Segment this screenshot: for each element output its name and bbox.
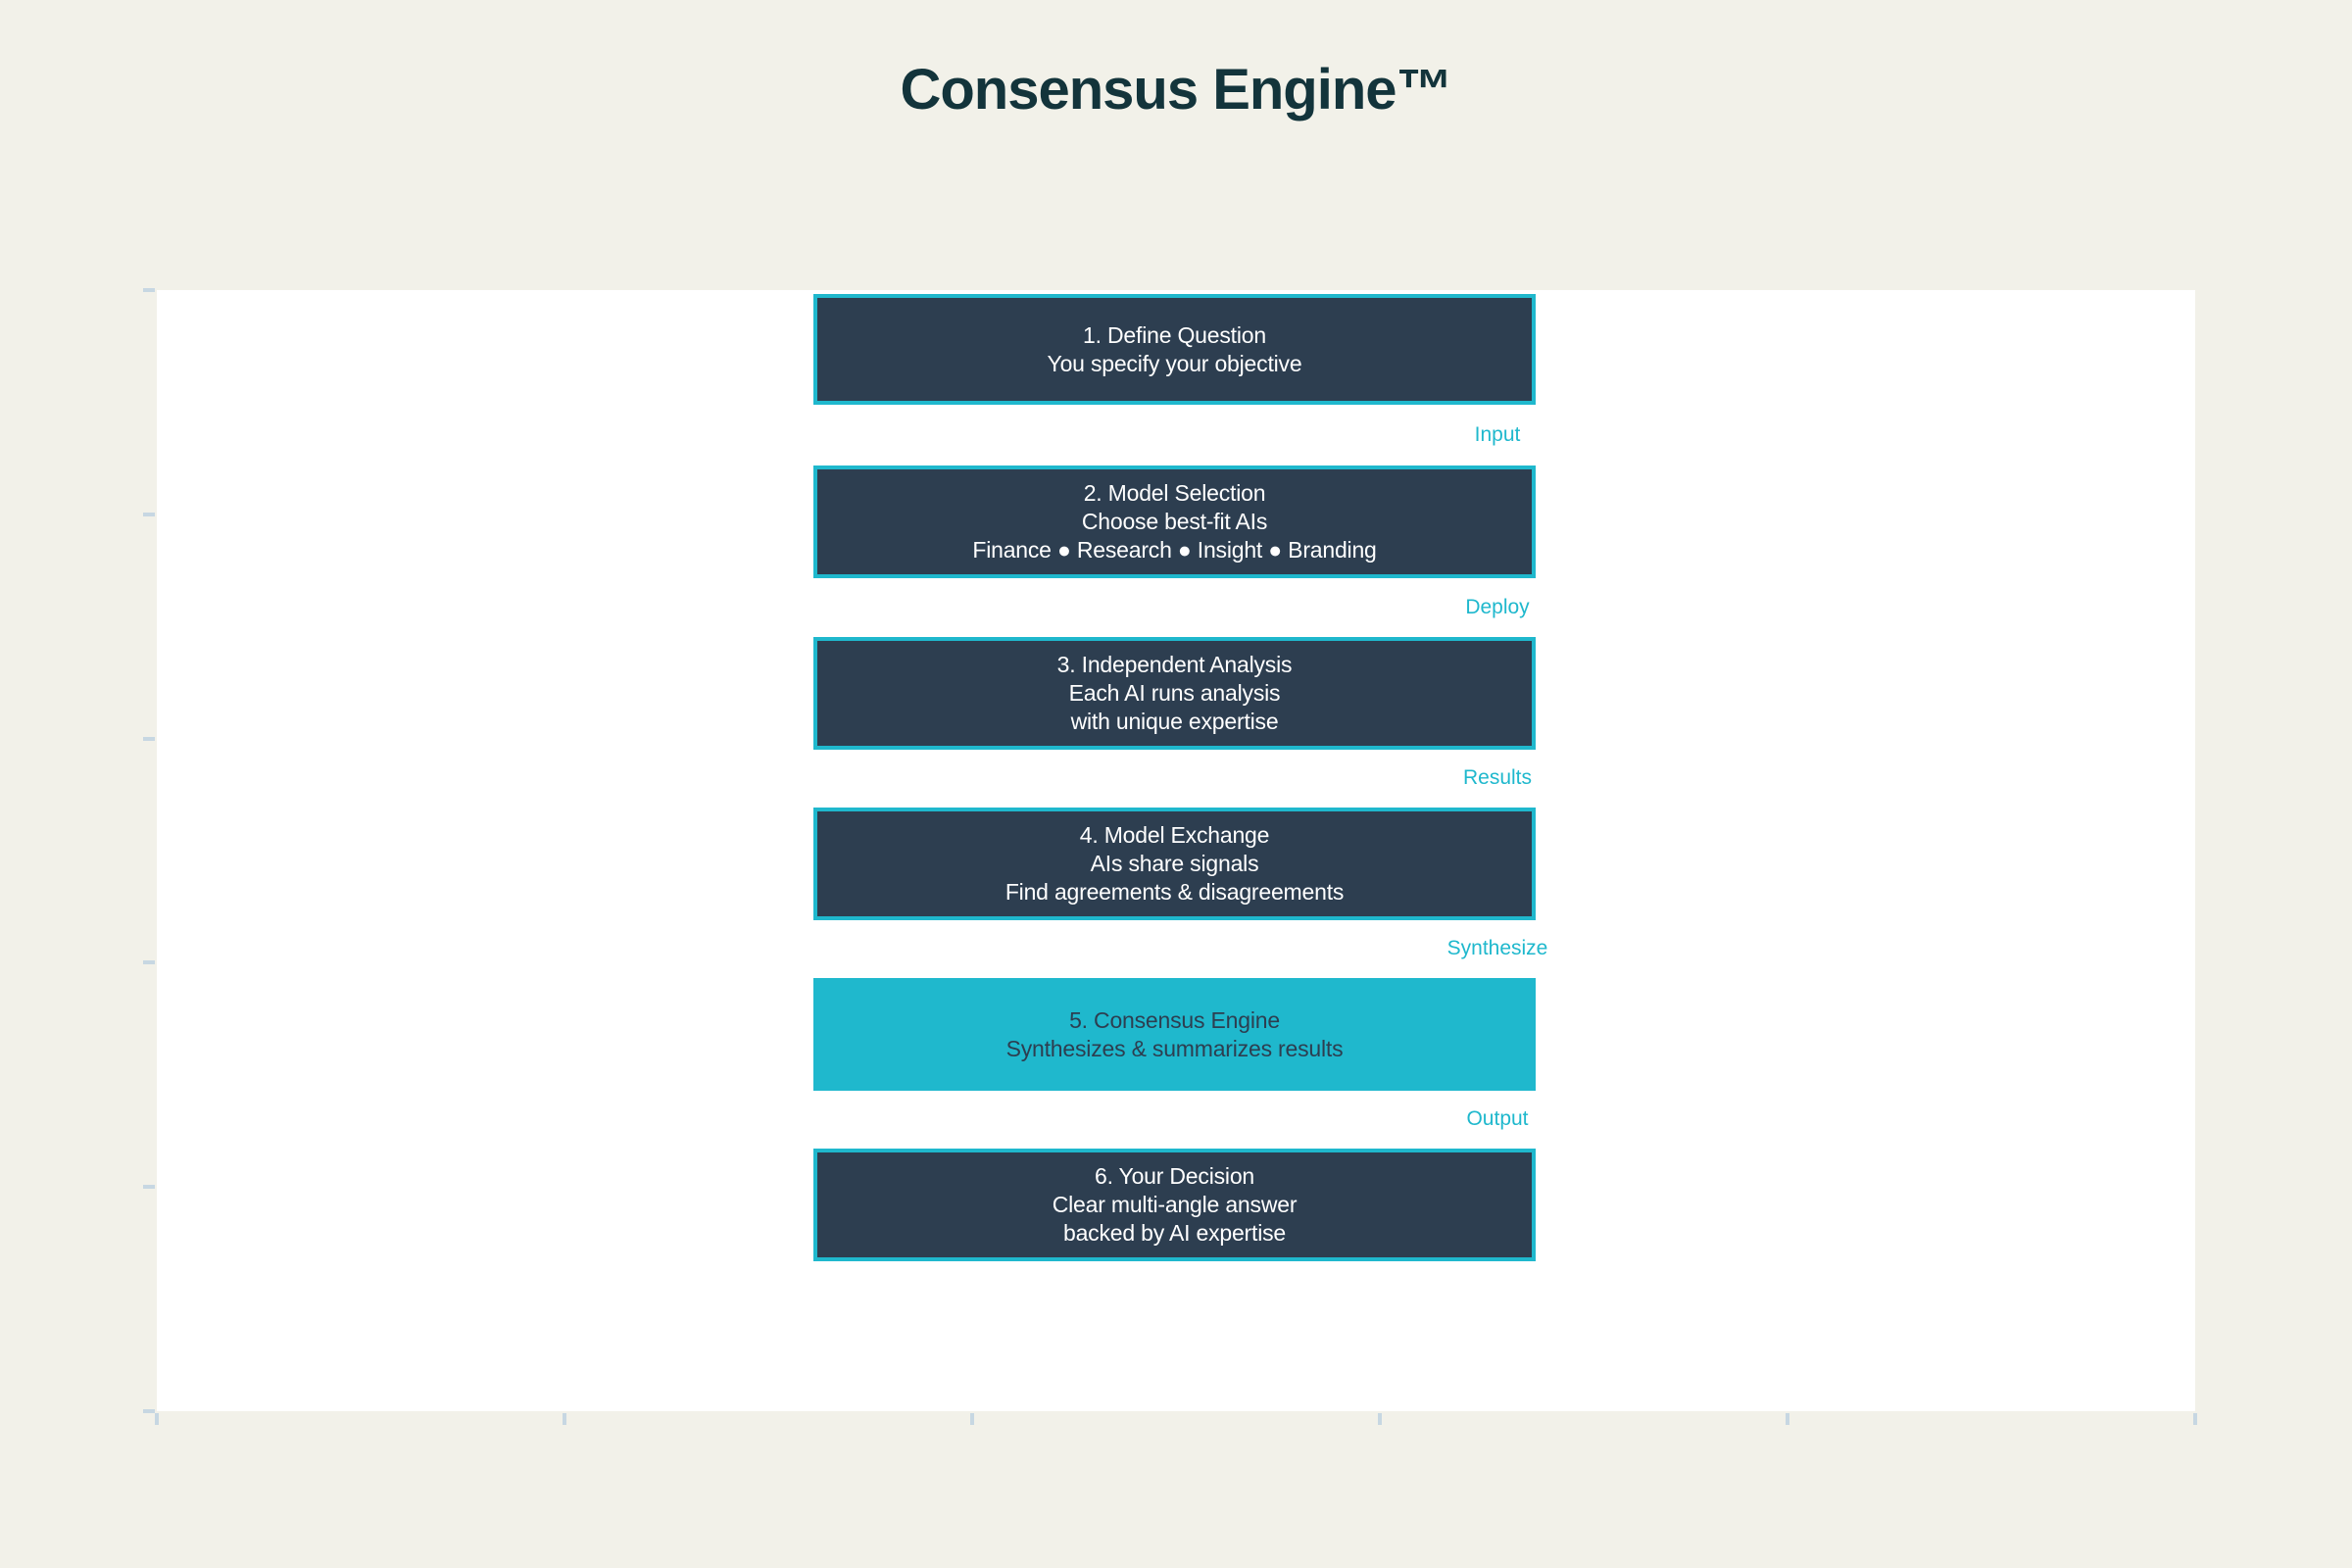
x-axis-tick xyxy=(563,1413,566,1425)
step-line: Find agreements & disagreements xyxy=(1004,879,1345,905)
y-axis-tick xyxy=(143,288,155,292)
step-line: with unique expertise xyxy=(1070,709,1279,734)
x-axis-tick xyxy=(1786,1413,1789,1425)
flow-step-model-exchange: 4. Model Exchange AIs share signals Find… xyxy=(813,808,1536,920)
y-axis-tick xyxy=(143,513,155,516)
step-line: Clear multi-angle answer xyxy=(1052,1192,1298,1217)
flow-step-your-decision: 6. Your Decision Clear multi-angle answe… xyxy=(813,1149,1536,1261)
step-line: Finance ● Research ● Insight ● Branding xyxy=(972,537,1377,563)
y-axis-tick xyxy=(143,737,155,741)
step-line: You specify your objective xyxy=(1047,350,1302,376)
step-line: 2. Model Selection xyxy=(1083,480,1266,506)
step-line: 6. Your Decision xyxy=(1094,1163,1255,1189)
step-line: AIs share signals xyxy=(1090,851,1259,876)
flow-step-model-selection: 2. Model Selection Choose best-fit AIs F… xyxy=(813,466,1536,578)
step-line: Each AI runs analysis xyxy=(1068,680,1281,706)
connector-label-input: Input xyxy=(1474,423,1521,446)
x-axis-tick xyxy=(1378,1413,1382,1425)
y-axis-tick xyxy=(143,1409,155,1413)
connector-label-results: Results xyxy=(1462,766,1533,789)
connector-label-deploy: Deploy xyxy=(1465,596,1530,618)
y-axis-tick xyxy=(143,1185,155,1189)
y-axis-tick xyxy=(143,960,155,964)
flow-step-define-question: 1. Define Question You specify your obje… xyxy=(813,294,1536,405)
flow-step-independent-analysis: 3. Independent Analysis Each AI runs ana… xyxy=(813,637,1536,750)
x-axis-tick xyxy=(2193,1413,2197,1425)
step-line: backed by AI expertise xyxy=(1062,1220,1286,1246)
connector-label-synthesize: Synthesize xyxy=(1446,937,1548,959)
flow-step-consensus-engine: 5. Consensus Engine Synthesizes & summar… xyxy=(813,978,1536,1091)
step-line: 1. Define Question xyxy=(1083,321,1266,348)
step-line: 5. Consensus Engine xyxy=(1069,1006,1280,1033)
x-axis-tick xyxy=(970,1413,974,1425)
step-line: Choose best-fit AIs xyxy=(1081,509,1268,534)
step-line: 3. Independent Analysis xyxy=(1056,652,1293,677)
figure-title: Consensus Engine™ xyxy=(900,58,1452,122)
connector-label-output: Output xyxy=(1466,1107,1529,1130)
x-axis-tick xyxy=(155,1413,159,1425)
step-line: Synthesizes & summarizes results xyxy=(1005,1035,1344,1061)
step-line: 4. Model Exchange xyxy=(1079,822,1270,848)
